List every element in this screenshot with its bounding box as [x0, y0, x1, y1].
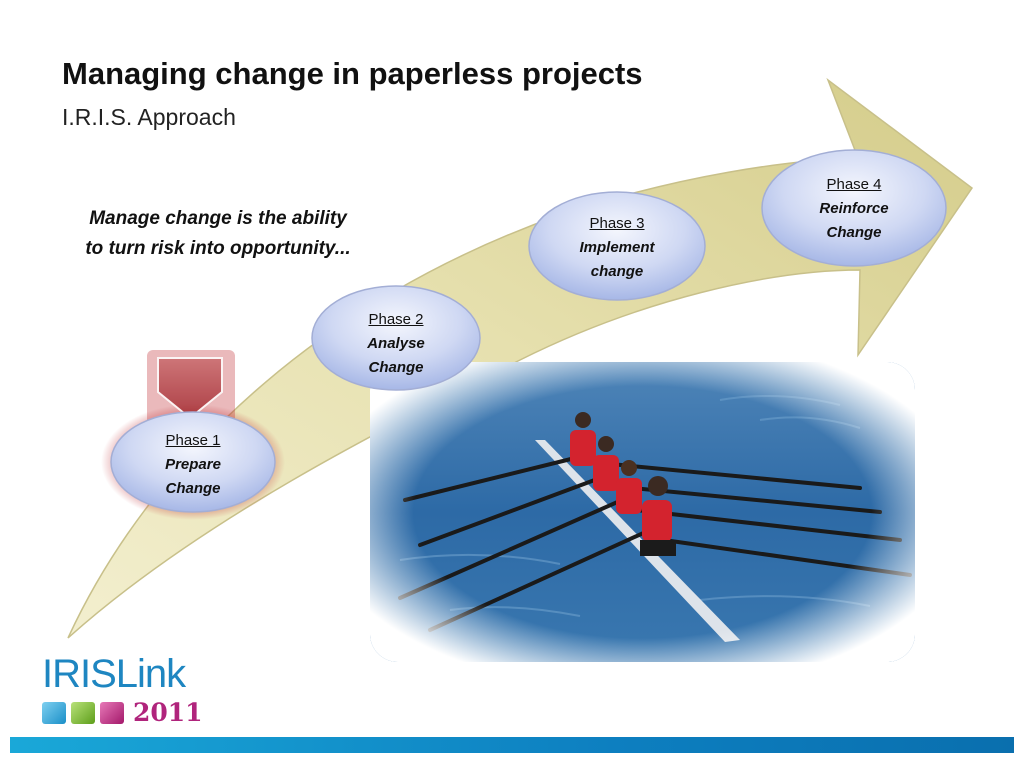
phase-1-name-line1: Prepare — [165, 456, 221, 473]
phase-1-label: Phase 1 Prepare Change — [133, 429, 253, 501]
phase-4-circle — [761, 149, 947, 267]
irislink-logo: IRISLink 2011 — [42, 652, 203, 727]
green-cube-icon — [71, 701, 95, 724]
phase-4-name-line2: Change — [826, 224, 882, 241]
slide-title: Managing change in paperless projects — [62, 56, 643, 91]
phase-1-circle — [110, 411, 276, 513]
rowing-photo — [370, 362, 915, 662]
phase-4-number: Phase 4 — [826, 176, 882, 193]
blue-cube-icon — [42, 701, 66, 724]
phase-2-name-line2: Change — [368, 359, 424, 376]
logo-year: 2011 — [133, 698, 203, 727]
phase-1-name-line2: Change — [165, 480, 221, 497]
phase-3-circle — [528, 191, 706, 301]
phase-3-name-line2: change — [590, 263, 644, 280]
magenta-cube-icon — [100, 701, 124, 724]
phase-1-number: Phase 1 — [165, 432, 221, 449]
phase-3-number: Phase 3 — [589, 215, 645, 232]
curved-arrow — [67, 77, 974, 639]
phase-2-circle — [311, 285, 481, 391]
quote-line-2: to turn risk into opportunity... — [85, 238, 351, 259]
phase-2-label: Phase 2 Analyse Change — [336, 308, 456, 380]
logo-text: IRISLink — [42, 652, 186, 696]
phase-2-name-line1: Analyse — [367, 335, 425, 352]
phase-3-label: Phase 3 Implement change — [557, 212, 677, 284]
quote-line-1: Manage change is the ability — [89, 208, 347, 229]
phase-4-label: Phase 4 Reinforce Change — [794, 173, 914, 245]
quote-text: Manage change is the ability to turn ris… — [48, 204, 388, 264]
phase-2-number: Phase 2 — [368, 311, 424, 328]
phase-4-name-line1: Reinforce — [819, 200, 889, 217]
footer-bar — [10, 737, 1014, 753]
phase-3-name-line1: Implement — [579, 239, 655, 256]
slide-subtitle: I.R.I.S. Approach — [62, 104, 236, 130]
